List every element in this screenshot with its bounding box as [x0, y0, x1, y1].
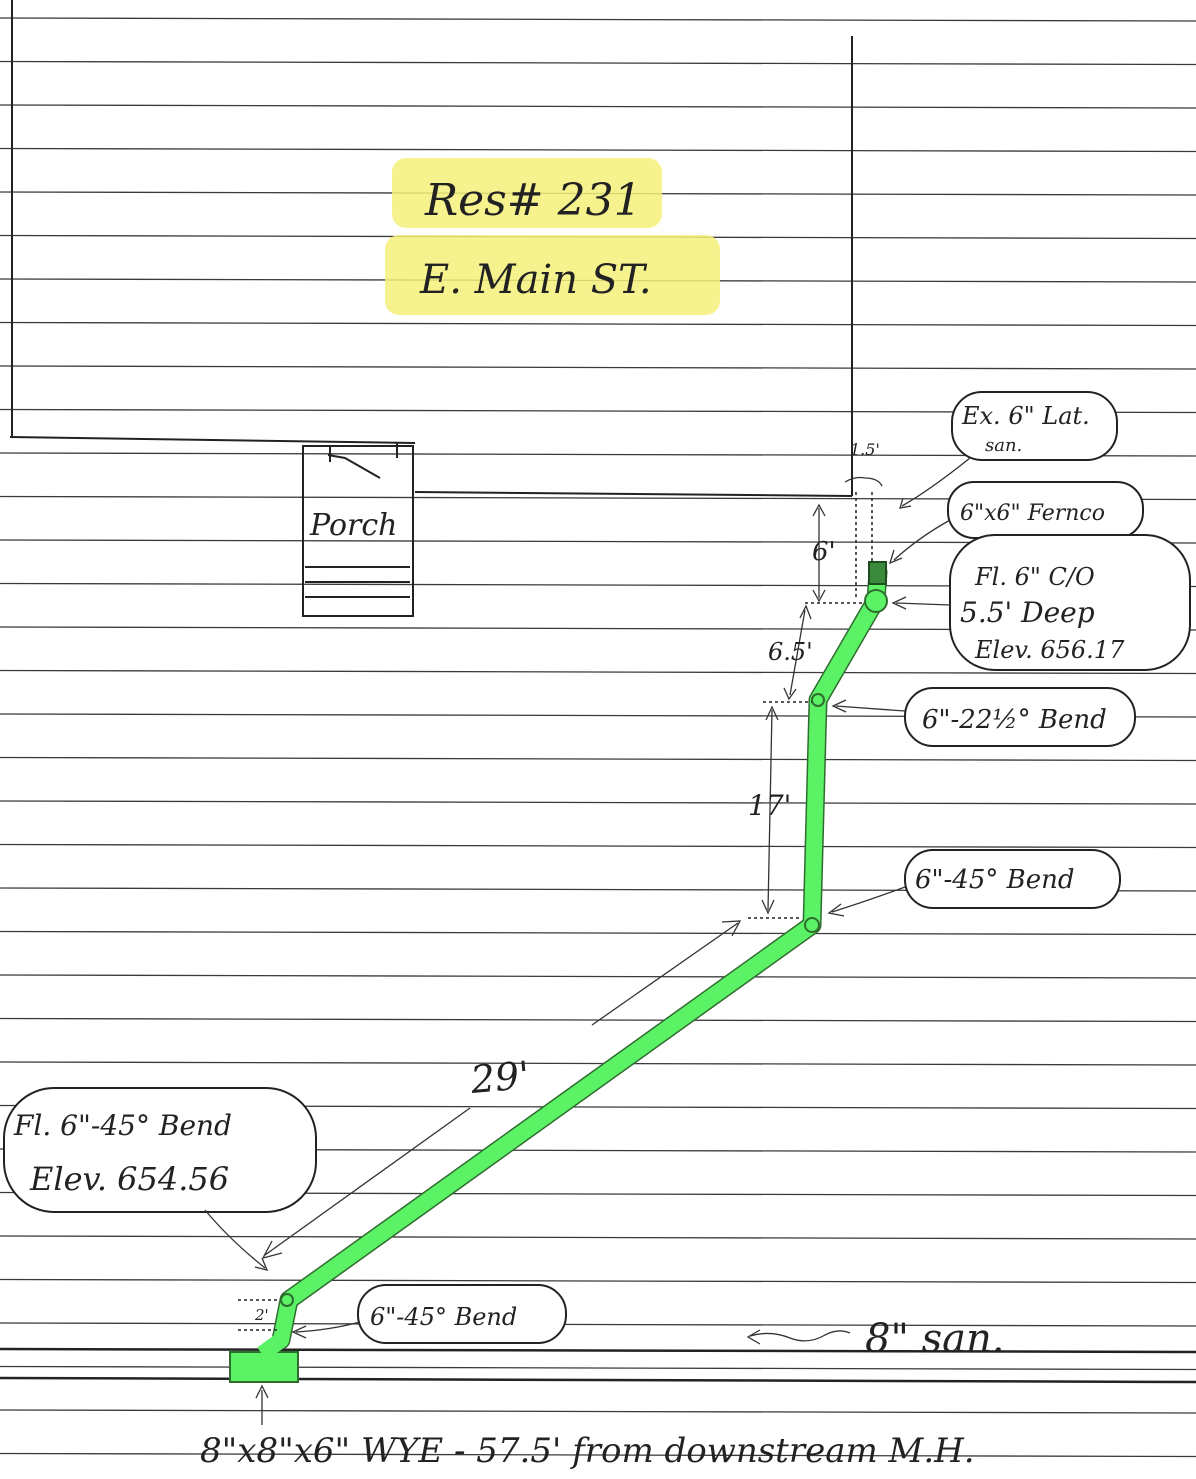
- sewer-main-label: 8" san.: [865, 1316, 1004, 1362]
- dim-6-5ft: 6.5': [768, 638, 813, 666]
- ruled-line: [0, 1061, 1196, 1066]
- callout-text: 6"-45° Bend: [370, 1303, 517, 1331]
- title-highlight: [392, 158, 662, 228]
- wye-caption: 8"x8"x6" WYE - 57.5' from downstream M.H…: [200, 1431, 975, 1471]
- ruled-line: [0, 1278, 1196, 1284]
- ruled-line: [0, 1235, 1196, 1240]
- sewer-main-line: [0, 1376, 1196, 1384]
- callout-text: Elev. 654.56: [29, 1160, 229, 1198]
- offset-arrow: [844, 476, 883, 487]
- ruled-line: [0, 60, 1196, 66]
- callout-bend-45-upper: 6"-45° Bend: [827, 849, 1121, 917]
- offset-dimension: 1.5': [850, 440, 880, 459]
- bend-22-marker: [811, 693, 825, 707]
- sewer-main: [0, 1347, 1196, 1384]
- title-highlight: [385, 235, 720, 315]
- dimensions: 6' 6.5' 17' 29' 2': [238, 503, 865, 1331]
- ruled-line: [0, 321, 1196, 327]
- wye-caption-group: 8"x8"x6" WYE - 57.5' from downstream M.H…: [200, 1384, 975, 1471]
- callout-text: 6"-45° Bend: [915, 865, 1075, 895]
- ruled-line: [0, 1452, 1196, 1458]
- bend-45-marker: [804, 917, 820, 933]
- dim-2ft: 2': [254, 1306, 269, 1324]
- residence-number: Res# 231: [424, 175, 642, 226]
- callout-text: Fl. 6"-45° Bend: [13, 1109, 232, 1142]
- ruled-line: [0, 930, 1196, 936]
- dim-29ft: 29': [468, 1053, 531, 1102]
- dim-17ft: 17': [748, 789, 791, 822]
- ruled-line: [0, 1365, 1196, 1371]
- ruled-line: [0, 756, 1196, 762]
- ruled-line: [0, 843, 1196, 849]
- callout-flow-bend: Fl. 6"-45° Bend Elev. 654.56: [3, 1087, 317, 1271]
- porch-door-swing: [327, 454, 381, 479]
- callout-text: 6"x6" Fernco: [960, 501, 1105, 526]
- dim-6ft: 6': [812, 537, 836, 567]
- porch-outline: [302, 445, 414, 617]
- lateral-pipe-route: [257, 561, 888, 1361]
- callout-bend-45-lower: 6"-45° Bend: [291, 1284, 567, 1344]
- porch: Porch: [302, 443, 414, 617]
- house-outline: [9, 0, 853, 497]
- ruled-line: [0, 1322, 1196, 1327]
- ruled-line: [0, 147, 1196, 153]
- ruled-line: [0, 1017, 1196, 1023]
- main-label-group: 8" san.: [746, 1316, 1004, 1362]
- address-title: Res# 231 E. Main ST.: [385, 158, 720, 315]
- cleanout: [864, 589, 888, 613]
- callout-fernco: 6"x6" Fernco: [888, 481, 1144, 565]
- sewer-main-line: [0, 1347, 1196, 1354]
- ruled-line: [0, 800, 1196, 805]
- callout-text: Fl. 6" C/O: [974, 563, 1095, 591]
- porch-label: Porch: [309, 508, 398, 543]
- ruled-line: [0, 974, 1196, 979]
- ruled-line: [0, 104, 1196, 109]
- callout-text: 6"-22½° Bend: [922, 705, 1107, 735]
- ruled-line: [0, 669, 1196, 675]
- ruled-line: [0, 365, 1196, 370]
- ruled-line: [0, 17, 1196, 22]
- bend-45-lower-marker: [280, 1293, 294, 1307]
- callout-bend-22: 6"-22½° Bend: [831, 687, 1136, 747]
- callout-text: san.: [985, 435, 1022, 456]
- ruled-line: [0, 1409, 1196, 1414]
- callout-cleanout: Fl. 6" C/O 5.5' Deep Elev. 656.17: [891, 534, 1191, 671]
- callout-text: 5.5' Deep: [960, 596, 1095, 629]
- callout-existing-lateral: Ex. 6" Lat. san.: [899, 391, 1118, 509]
- street-name: E. Main ST.: [419, 257, 652, 303]
- fernco-coupling: [868, 561, 887, 585]
- callout-text: Elev. 656.17: [974, 636, 1125, 664]
- callout-text: Ex. 6" Lat.: [961, 402, 1090, 430]
